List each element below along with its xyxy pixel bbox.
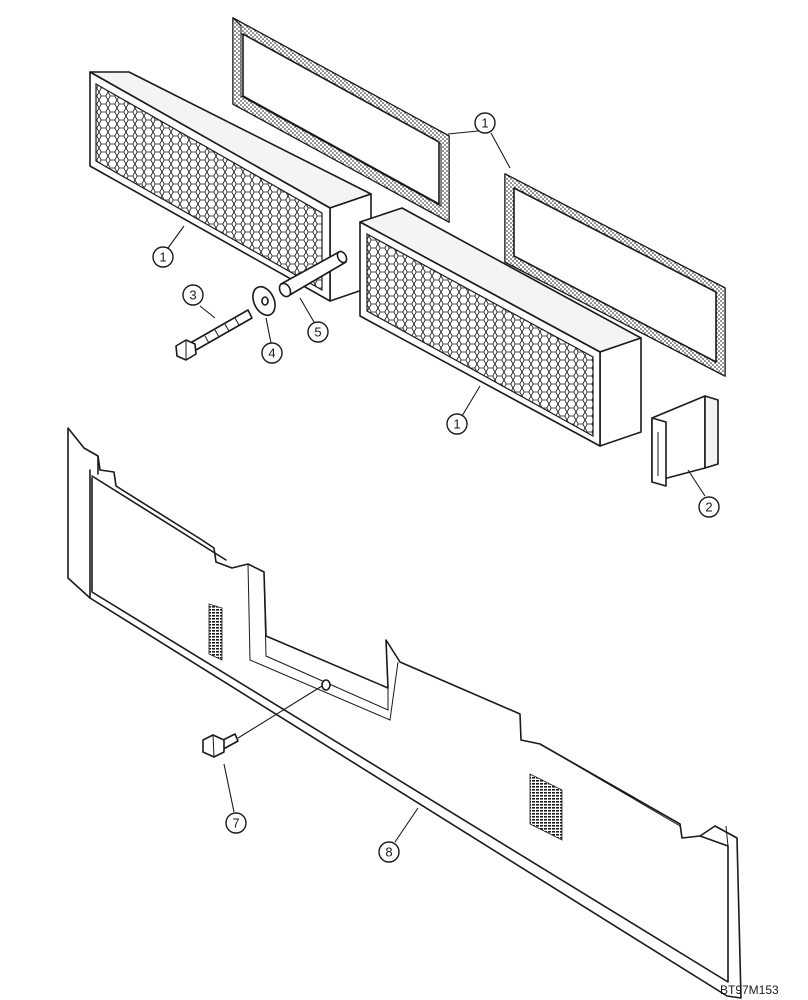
callout-3: 3 — [182, 284, 204, 306]
svg-text:1: 1 — [159, 250, 166, 265]
callout-1c: 1 — [446, 413, 468, 435]
callout-8: 8 — [378, 841, 400, 863]
bracket — [651, 395, 719, 487]
right-filter — [359, 207, 642, 447]
bolt — [175, 309, 253, 361]
spacer-tube — [278, 250, 348, 298]
screw — [202, 685, 323, 758]
svg-text:3: 3 — [189, 288, 196, 303]
svg-text:2: 2 — [705, 500, 712, 515]
svg-text:4: 4 — [268, 346, 275, 361]
left-filter — [89, 71, 372, 302]
callout-5: 5 — [307, 321, 329, 343]
drawing-code: BT97M153 — [720, 983, 779, 997]
callout-4: 4 — [261, 342, 283, 364]
bottom-panel — [67, 427, 742, 999]
svg-text:5: 5 — [314, 325, 321, 340]
callout-1b: 1 — [152, 246, 174, 268]
svg-text:1: 1 — [481, 116, 488, 131]
svg-text:7: 7 — [232, 816, 239, 831]
svg-text:1: 1 — [453, 417, 460, 432]
callout-2: 2 — [698, 496, 720, 518]
callout-7: 7 — [225, 812, 247, 834]
upper-gasket — [232, 16, 450, 223]
leader-lines — [167, 130, 706, 843]
svg-text:8: 8 — [385, 845, 392, 860]
lower-gasket — [504, 173, 726, 377]
callout-1a: 1 — [474, 112, 496, 134]
washer — [252, 285, 276, 317]
